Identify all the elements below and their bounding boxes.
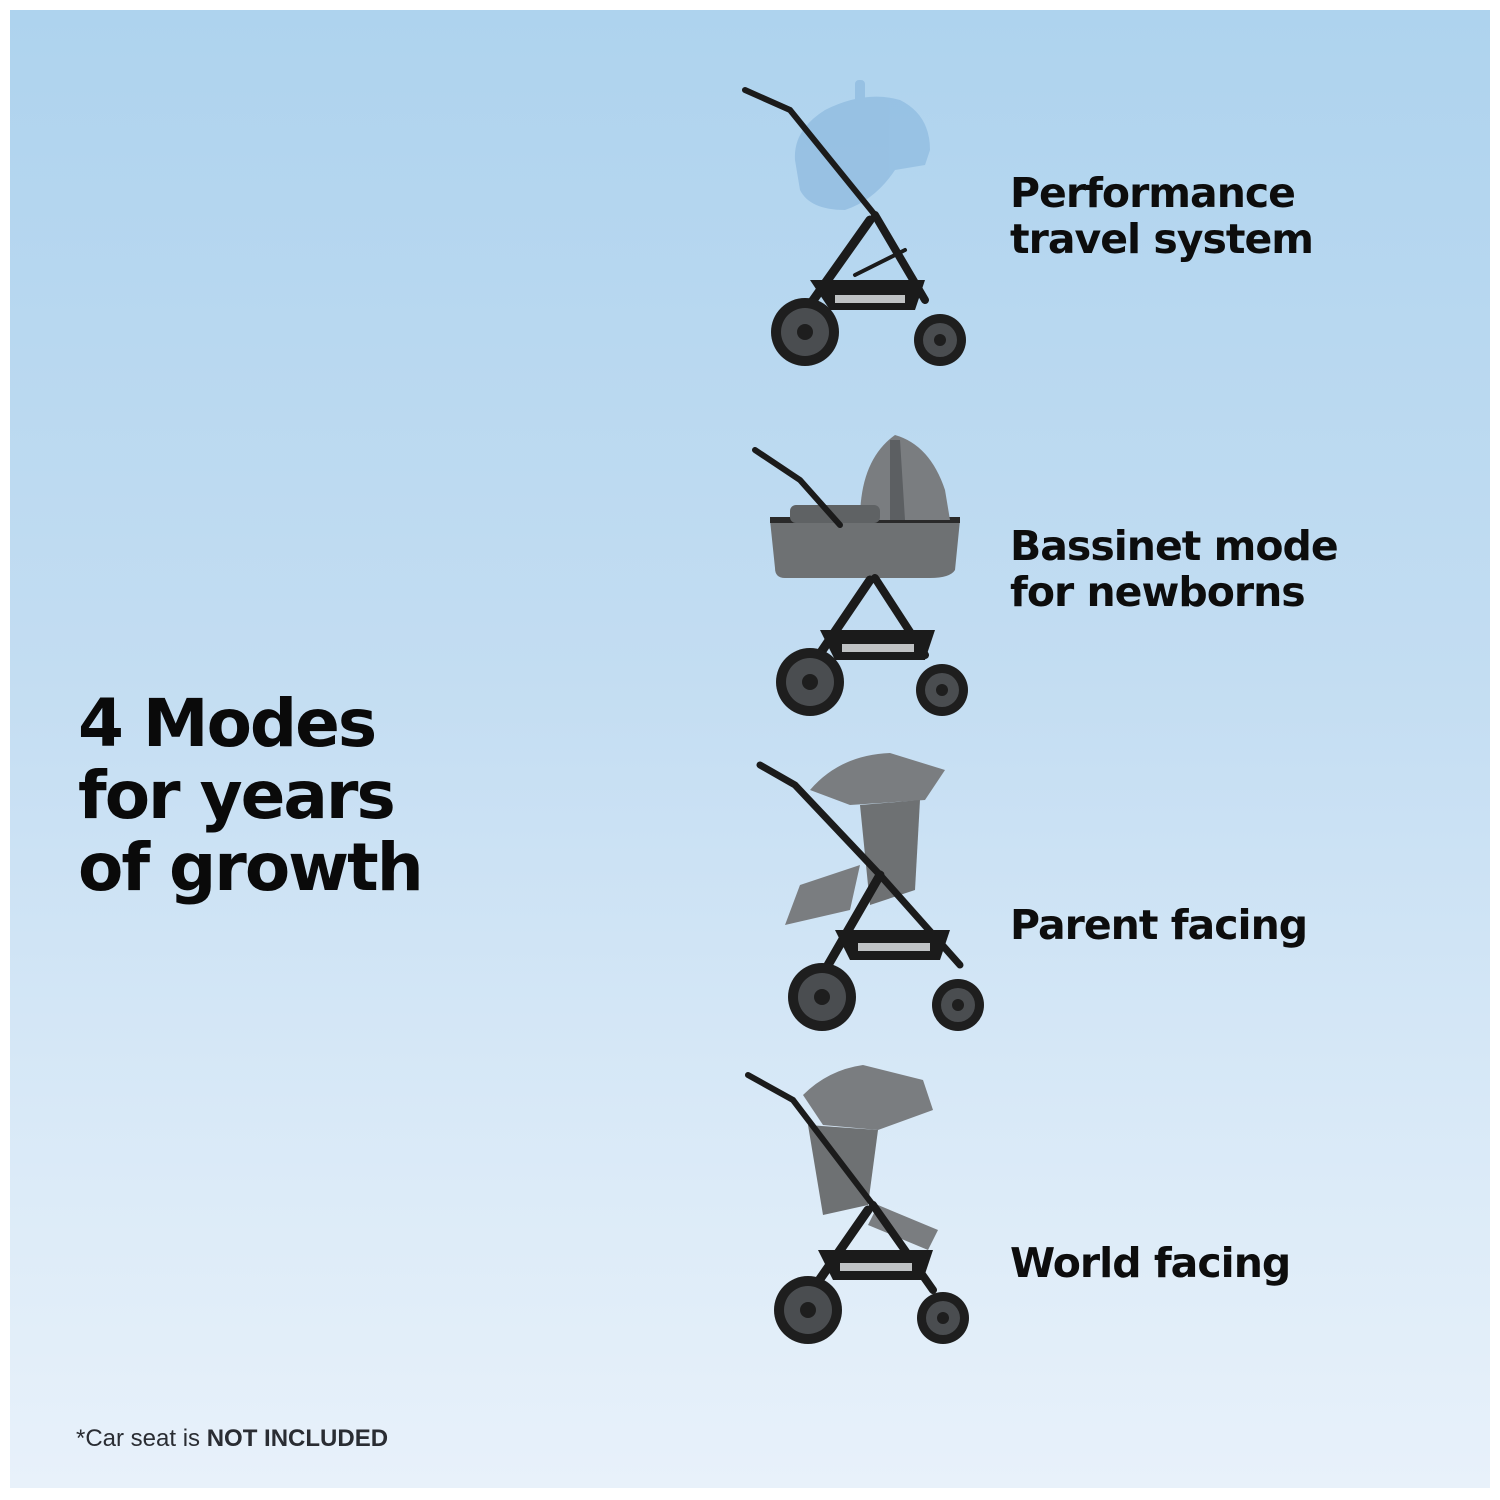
mode-label-bassinet: Bassinet mode for newborns xyxy=(1010,522,1339,616)
rear-wheel xyxy=(774,1276,842,1344)
stroller-travel-system-image xyxy=(742,80,966,366)
seat-world-facing xyxy=(803,1065,938,1250)
bassinet xyxy=(770,435,960,578)
stroller-parent-facing-image xyxy=(756,753,984,1031)
product-panel: 4 Modes for years of growth Performan xyxy=(10,10,1490,1488)
front-wheel xyxy=(916,664,968,716)
rear-wheel xyxy=(771,298,839,366)
headline-line-1: 4 Modes xyxy=(78,685,377,762)
headline-line-3: of growth xyxy=(78,829,424,906)
rear-wheel xyxy=(776,648,844,716)
footnote: *Car seat is NOT INCLUDED xyxy=(76,1425,388,1453)
stroller-world-facing-image xyxy=(745,1065,969,1344)
mode-label-parent-facing: Parent facing xyxy=(1010,901,1308,949)
mode-label-travel-system: Performance travel system xyxy=(1010,169,1314,263)
front-wheel xyxy=(914,314,966,366)
rear-wheel xyxy=(788,963,856,1031)
stroller-bassinet-image xyxy=(752,435,968,716)
front-wheel xyxy=(932,979,984,1031)
footnote-emphasis: NOT INCLUDED xyxy=(206,1425,389,1452)
car-seat-ghost xyxy=(794,80,930,210)
headline: 4 Modes for years of growth xyxy=(78,688,638,904)
headline-line-2: for years xyxy=(78,757,396,834)
footnote-prefix: *Car seat is xyxy=(76,1425,207,1452)
mode-label-world-facing: World facing xyxy=(1010,1239,1291,1287)
front-wheel xyxy=(917,1292,969,1344)
